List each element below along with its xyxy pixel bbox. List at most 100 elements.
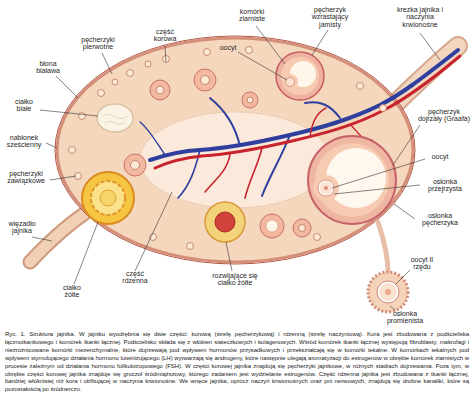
leader-lines-part	[312, 30, 328, 55]
leader-lines	[32, 26, 440, 310]
leader-lines-part	[256, 26, 285, 64]
leader-lines-part	[165, 46, 166, 62]
primordial-follicles-part	[246, 47, 253, 54]
corpus-luteum-part	[91, 181, 125, 215]
growing-follicles-part	[201, 76, 210, 85]
ovulated-oocyte-part	[378, 222, 388, 272]
primordial-follicles-part	[69, 147, 76, 154]
part-label: oocyt II rzędu	[404, 256, 440, 271]
primordial-follicles-part	[204, 49, 211, 56]
growing-follicles-part	[247, 97, 253, 103]
part-label: nabłonek sześcienny	[2, 134, 46, 149]
growing-follicles-part	[156, 86, 164, 94]
part-label: krezka jajnika i naczynia krwionośne	[389, 6, 451, 28]
ovary-body	[55, 36, 415, 264]
part-label: osłonka pęcherzyka	[415, 212, 465, 227]
growing-follicles-part	[260, 214, 284, 238]
part-label: ciałko białe	[7, 98, 41, 113]
blood-vessels	[140, 50, 460, 198]
leader-lines-part	[420, 33, 440, 60]
leader-lines-part	[394, 204, 415, 219]
leader-lines-part	[40, 110, 98, 116]
corpus-luteum	[82, 172, 134, 224]
leader-lines-part	[390, 306, 395, 310]
antral-follicle-part	[281, 57, 319, 95]
primordial-follicles-part	[314, 234, 321, 241]
corpus-luteum-part	[100, 190, 116, 206]
growing-follicles-part	[150, 80, 170, 100]
graafian-follicle	[308, 136, 396, 224]
leader-lines-part	[74, 222, 98, 284]
part-label: część korowa	[149, 28, 181, 43]
graafian-follicle-part	[318, 180, 334, 196]
leader-lines-part	[32, 237, 52, 241]
ovarian-ligament-part	[30, 214, 84, 262]
antral-follicle-part	[276, 52, 324, 100]
ovulated-oocyte-part	[385, 289, 391, 295]
corpus-luteum-part	[82, 172, 134, 224]
leader-lines-part	[238, 52, 287, 80]
blood-vessels-part	[140, 50, 458, 198]
growing-follicles-part	[194, 69, 216, 91]
primordial-follicles-part	[150, 234, 157, 241]
part-label: osłonka przejrzysta	[420, 178, 470, 193]
corpus-albicans-part	[97, 104, 133, 132]
ovary-body-part	[55, 36, 415, 264]
part-label: pęcherzyk wzrastający jamisty	[305, 6, 355, 28]
leader-lines-part	[226, 242, 232, 271]
part-label: pęcherzyki zawiązkowe	[2, 170, 50, 185]
part-label: oocyt	[425, 153, 455, 160]
growing-follicles-part	[124, 154, 146, 176]
corpus-albicans-part	[103, 114, 127, 124]
ovulated-oocyte	[368, 222, 408, 312]
primordial-follicles-part	[79, 113, 86, 120]
part-label: ciałko żółte	[56, 284, 88, 299]
primordial-follicles-part	[112, 79, 118, 85]
ovulated-oocyte-part	[377, 281, 399, 303]
corpus-albicans	[97, 104, 133, 132]
part-label: pęcherzyki pierwotne	[74, 36, 122, 51]
antral-follicle	[276, 52, 324, 100]
graafian-follicle-part	[326, 148, 386, 208]
blood-vessels-part-part	[155, 56, 460, 168]
antral-follicle-part	[282, 74, 298, 90]
growing-follicles-part	[293, 219, 311, 237]
part-label: więzadło jajnika	[2, 220, 42, 235]
leader-lines-part	[396, 270, 410, 284]
blood-vessels-part-part	[150, 50, 458, 160]
graafian-follicle-part	[315, 143, 389, 217]
antral-follicle-part	[286, 78, 295, 87]
developing-corpus-luteum-part	[205, 202, 245, 242]
leader-lines-part	[56, 76, 78, 98]
developing-corpus-luteum-part	[215, 212, 235, 232]
leader-lines-part	[50, 176, 76, 180]
developing-corpus-luteum	[205, 202, 245, 242]
ovarian-ligament	[30, 214, 84, 262]
leader-lines-part	[46, 143, 57, 148]
ovary-body-part	[57, 38, 413, 262]
graafian-follicle-part	[308, 136, 396, 224]
blood-vessels-part-part	[140, 122, 165, 155]
figure-caption: Ryc. 1. Struktura jajnika. W jajniku wyo…	[5, 331, 469, 394]
graafian-follicle-part	[320, 182, 333, 195]
primordial-follicles-part	[145, 61, 151, 67]
leader-lines-part	[102, 53, 112, 74]
blood-vessels-part-part	[205, 154, 230, 192]
part-label: komórki ziarniste	[231, 8, 273, 23]
primordial-follicles-part	[187, 243, 194, 250]
part-label: oocyt	[213, 44, 243, 51]
leader-lines-part	[334, 185, 420, 194]
growing-follicles-part	[299, 225, 306, 232]
primordial-follicles-part	[98, 90, 105, 97]
primordial-follicles-part	[357, 83, 364, 90]
part-label: błona biaława	[31, 60, 65, 75]
graafian-follicle-part	[324, 186, 328, 190]
blood-vessels-part-part	[245, 148, 262, 198]
growing-follicles-part	[266, 220, 278, 232]
blood-vessels-part-part	[210, 98, 240, 146]
part-label: rozwijające się ciałko żółte	[205, 272, 265, 287]
leader-lines-part	[332, 159, 425, 188]
primordial-follicles-part	[127, 70, 134, 77]
graafian-follicle-part	[313, 175, 339, 201]
